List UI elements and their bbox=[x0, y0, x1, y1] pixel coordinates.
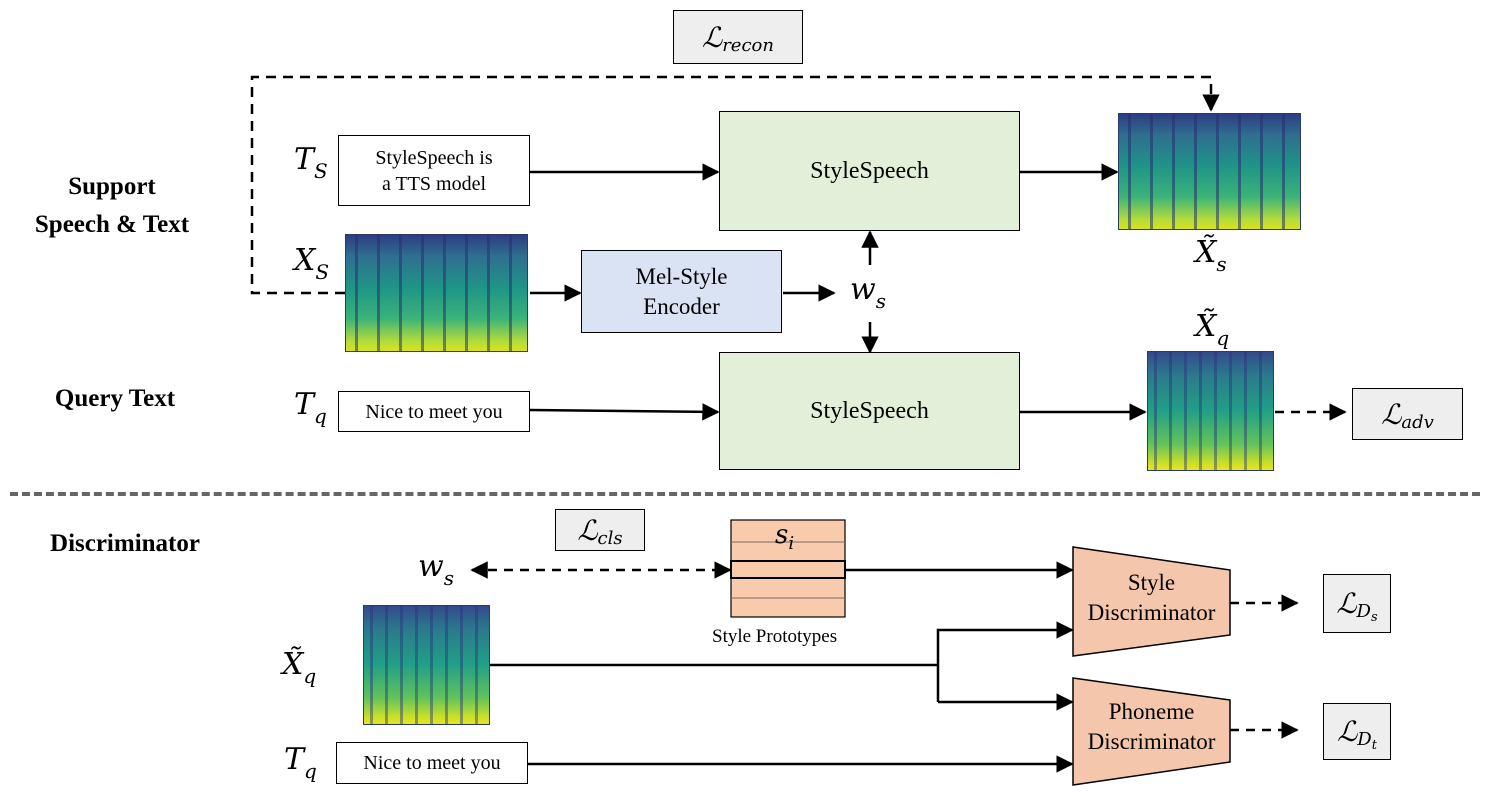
style-discriminator-label: Style Discriminator bbox=[1087, 570, 1216, 625]
x-tilde-q-symbol: X̃q bbox=[1195, 309, 1230, 350]
disc-query-text-box: Nice to meet you bbox=[336, 742, 528, 784]
branch-to-style-disc-arrow bbox=[936, 621, 1074, 702]
stylespeech-bottom-module: StyleSpeech bbox=[719, 352, 1020, 470]
stylespeech-top-module: StyleSpeech bbox=[719, 111, 1020, 231]
phoneme-discriminator-shape bbox=[1072, 677, 1231, 786]
x-tilde-s-symbol: X̃s bbox=[1195, 235, 1227, 276]
phoneme-discriminator-label: Phoneme Discriminator bbox=[1087, 699, 1216, 754]
t-s-symbol: TS bbox=[294, 142, 328, 183]
prototype-label: si bbox=[775, 520, 795, 554]
style-discriminator-shape bbox=[1072, 546, 1231, 657]
reconstructed-mel-spectrogram bbox=[1118, 113, 1301, 230]
support-mel-spectrogram bbox=[345, 234, 528, 352]
style-prototypes-caption: Style Prototypes bbox=[712, 626, 838, 647]
selected-prototype-row bbox=[730, 560, 846, 579]
query-text-to-stylespeech-arrow bbox=[529, 403, 720, 421]
t-q-symbol: Tq bbox=[294, 387, 327, 428]
support-section-label: Support Speech & Text bbox=[34, 173, 190, 238]
disc-query-mel-spectrogram bbox=[363, 605, 490, 725]
query-section-label: Query Text bbox=[54, 385, 176, 412]
disc-x-tilde-q-symbol: X̃q bbox=[282, 647, 317, 688]
ws-symbol: ws bbox=[850, 272, 886, 313]
query-mel-spectrogram bbox=[1147, 351, 1274, 471]
section-divider bbox=[10, 492, 1480, 496]
disc-ws-symbol: ws bbox=[418, 549, 454, 590]
style-prototypes-stack bbox=[730, 519, 846, 618]
x-s-symbol: XS bbox=[294, 243, 330, 284]
mel-style-encoder-module: Mel-Style Encoder bbox=[581, 250, 782, 333]
recon-loop-arrow bbox=[250, 75, 1220, 295]
support-text-box: StyleSpeech is a TTS model bbox=[338, 135, 530, 206]
discriminator-section-label: Discriminator bbox=[50, 530, 200, 557]
disc-t-q-symbol: Tq bbox=[284, 742, 317, 783]
query-text-box: Nice to meet you bbox=[338, 391, 530, 432]
